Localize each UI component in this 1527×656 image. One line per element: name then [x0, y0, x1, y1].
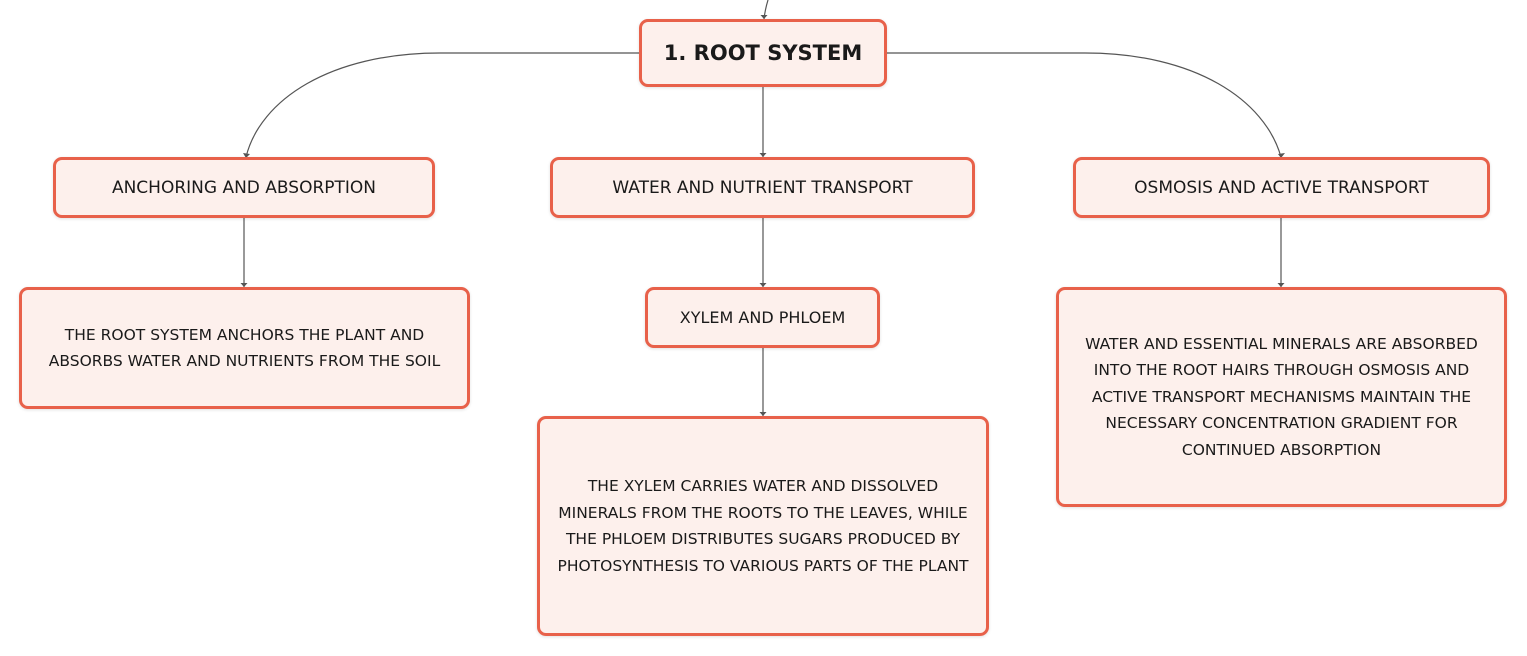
arrowhead [759, 153, 767, 157]
connector-root-to-osmosis [887, 52, 1282, 158]
branch-node-label: ANCHORING AND ABSORPTION [111, 177, 377, 198]
description-node-anchoring[interactable]: THE ROOT SYSTEM ANCHORS THE PLANT AND AB… [19, 287, 470, 409]
branch-node-label: WATER AND NUTRIENT TRANSPORT [612, 177, 913, 198]
description-text: THE ROOT SYSTEM ANCHORS THE PLANT AND AB… [48, 325, 441, 371]
root-node[interactable]: 1. ROOT SYSTEM [639, 19, 887, 87]
branch-node-label: OSMOSIS AND ACTIVE TRANSPORT [1134, 177, 1429, 198]
arrowhead [1278, 153, 1285, 158]
arrowhead [760, 15, 768, 19]
arrowhead [759, 283, 767, 287]
arrowhead [1277, 283, 1285, 287]
arrowhead [759, 412, 767, 416]
description-text: WATER AND ESSENTIAL MINERALS ARE ABSORBE… [1085, 334, 1478, 459]
subtopic-node-label: XYLEM AND PHLOEM [679, 308, 846, 327]
arrowhead [243, 153, 250, 158]
description-text: THE XYLEM CARRIES WATER AND DISSOLVED MI… [557, 477, 969, 575]
branch-node-anchoring[interactable]: ANCHORING AND ABSORPTION [53, 157, 435, 218]
root-node-label: 1. ROOT SYSTEM [663, 41, 863, 65]
branch-node-water-transport[interactable]: WATER AND NUTRIENT TRANSPORT [550, 157, 975, 218]
arrowhead [240, 283, 248, 287]
connector-root-to-anchoring [245, 52, 639, 158]
description-node-osmosis[interactable]: WATER AND ESSENTIAL MINERALS ARE ABSORBE… [1056, 287, 1507, 507]
subtopic-node-xylem-phloem[interactable]: XYLEM AND PHLOEM [645, 287, 880, 348]
description-node-xylem-phloem[interactable]: THE XYLEM CARRIES WATER AND DISSOLVED MI… [537, 416, 989, 636]
branch-node-osmosis[interactable]: OSMOSIS AND ACTIVE TRANSPORT [1073, 157, 1490, 218]
